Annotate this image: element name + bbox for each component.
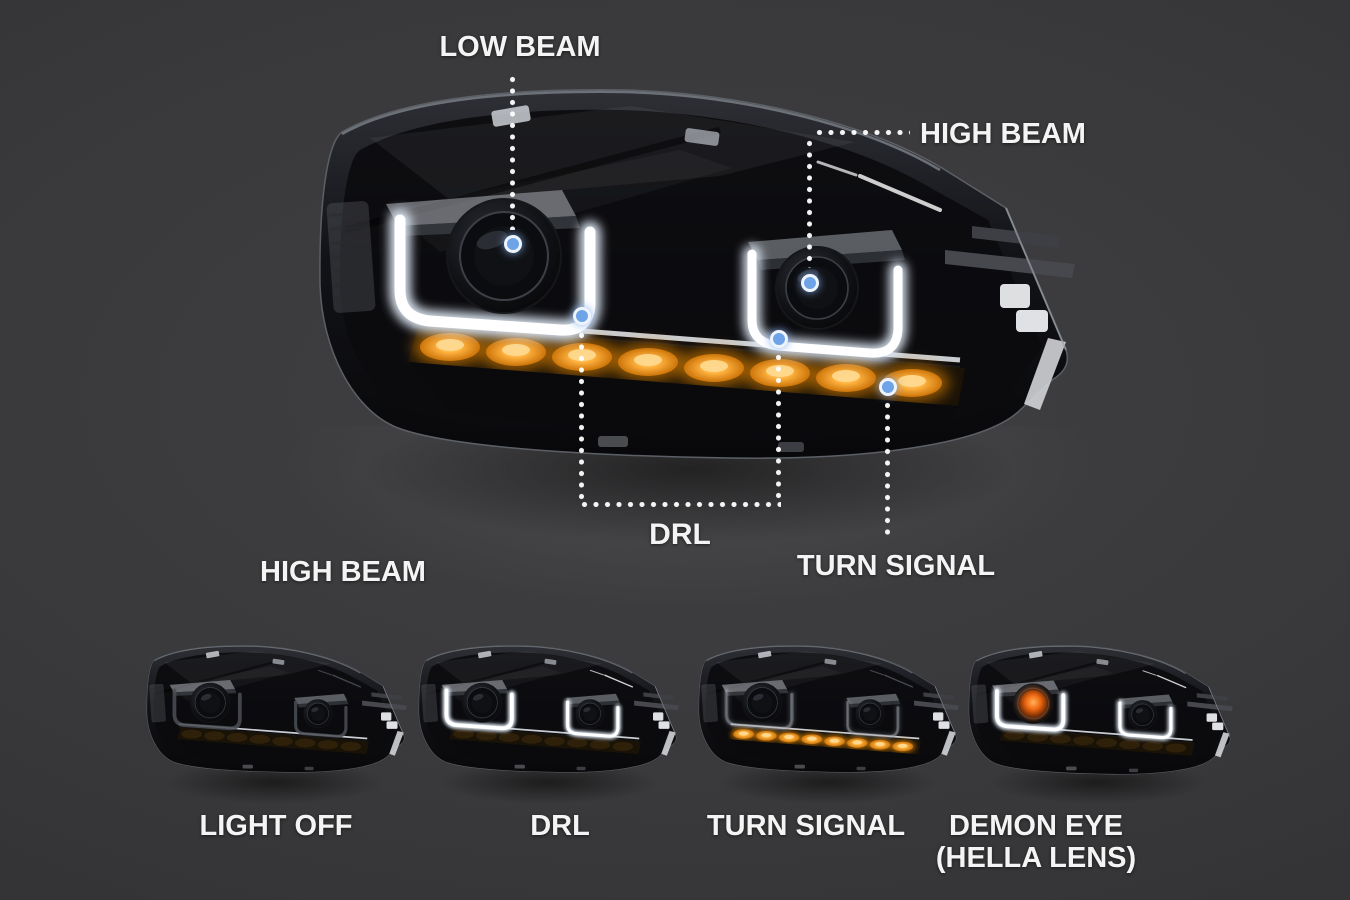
thumbnail-turn-signal <box>692 642 964 780</box>
thumbnail-light-off <box>140 642 412 780</box>
thumb-shadow <box>165 768 385 804</box>
hero-caption-high-beam: HIGH BEAM <box>260 556 426 588</box>
annotation-label-drl: DRL <box>649 518 711 551</box>
turn-signal-leader-line <box>885 400 890 540</box>
annotation-label-turn-signal: TURN SIGNAL <box>796 550 996 582</box>
low-beam-leader-line <box>510 74 515 230</box>
drl-leader-line-right <box>776 352 781 502</box>
label-line: LIGHT OFF <box>199 810 353 842</box>
low-beam-point-marker <box>504 235 522 253</box>
label-line: DEMON EYE <box>948 810 1124 842</box>
thumbnail-label-turn-signal: TURN SIGNAL <box>666 810 946 842</box>
label-line: (HELLA LENS) <box>935 842 1137 875</box>
high-beam-point-marker <box>801 274 819 292</box>
thumbnail-demon-eye <box>962 642 1238 782</box>
annotation-label-low-beam: LOW BEAM <box>439 31 601 63</box>
hero-headlight-image <box>300 80 1090 480</box>
thumbnail-drl <box>412 642 684 780</box>
label-line: DRL <box>530 810 590 842</box>
thumb-shadow <box>438 768 658 804</box>
thumbnail-label-drl: DRL <box>420 810 700 842</box>
drl-leader-line-bottom <box>579 502 781 507</box>
drl-leader-line-left <box>579 330 584 502</box>
thumbnail-label-light-off: LIGHT OFF <box>136 810 416 842</box>
drl-point-marker-left <box>573 307 591 325</box>
high-beam-leader-line-vertical <box>807 138 812 268</box>
thumbnail-label-demon-eye: DEMON EYE (HELLA LENS) <box>896 810 1176 875</box>
drl-point-marker-right <box>770 330 788 348</box>
thumb-shadow <box>718 768 938 804</box>
label-line: TURN SIGNAL <box>706 810 906 842</box>
annotation-label-high-beam: HIGH BEAM <box>920 118 1086 150</box>
high-beam-leader-line-horizontal <box>814 130 910 135</box>
turn-signal-point-marker <box>879 378 897 396</box>
